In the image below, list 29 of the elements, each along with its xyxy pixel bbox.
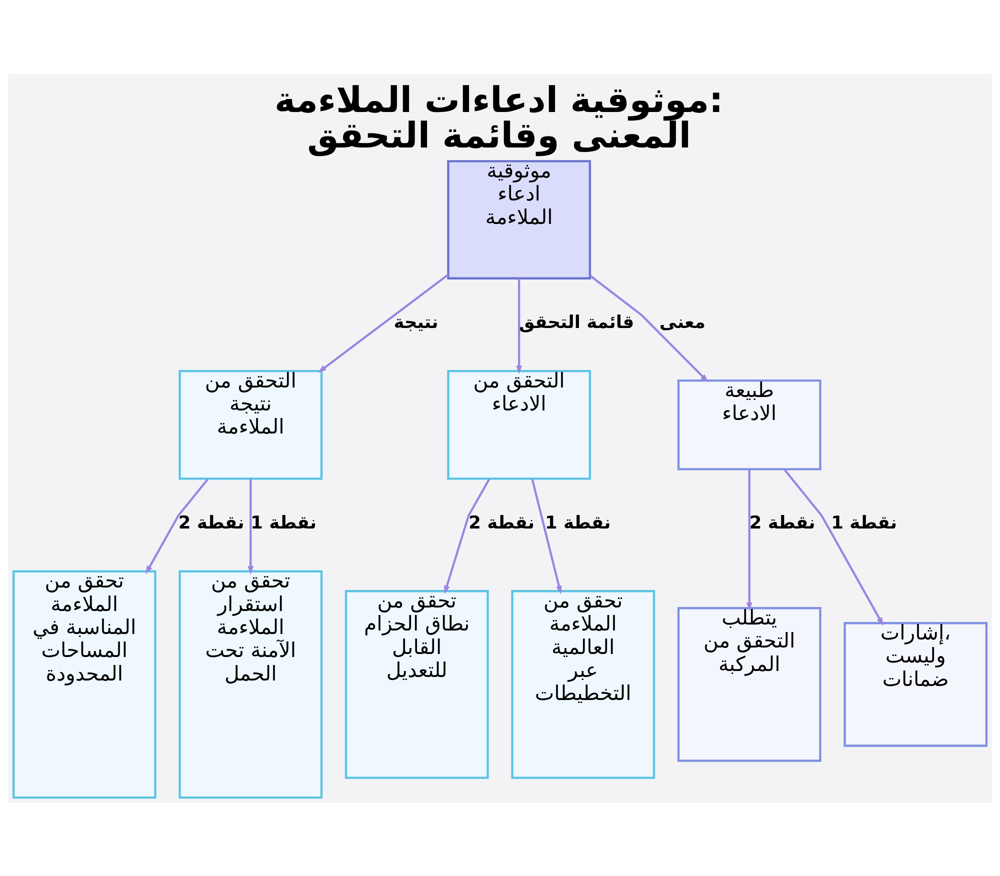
arrow	[145, 478, 209, 574]
arrow	[531, 478, 562, 594]
arrow	[444, 478, 490, 594]
edge-label: نقطة 2	[468, 512, 535, 533]
node-box: يتطلب التحقق من المركبة	[677, 606, 822, 762]
node-box: موثوقية ادعاء الملاءمة	[447, 160, 592, 279]
node-box: تحقق من الملاءمة العالمية عبر التخطيطات	[511, 590, 656, 778]
edge-label: نقطة 1	[250, 512, 317, 533]
edge-label: نقطة 2	[178, 512, 244, 533]
diagram-title: موثوقية ادعاءات الملاءمة: المعنى وقائمة التحقق	[274, 79, 724, 156]
edge-label: نقطة 2	[749, 512, 816, 533]
arrow	[248, 478, 254, 574]
edge-label: معنى	[659, 312, 706, 332]
node-box: تحقق من نطاق الحزام القابل للتعديل	[344, 590, 489, 778]
node-box: تحقق من الملاءمة المناسبة في المساحات المحدودة	[12, 570, 156, 798]
edge-label: نقطة 1	[544, 512, 611, 533]
arrow	[318, 273, 449, 372]
edge-label: نتيجة	[394, 312, 438, 332]
node-box: إشارات، وليست ضمانات	[844, 622, 988, 746]
node-box: تحقق من استقرار الملاءمة الآمنة تحت الحمل	[178, 570, 323, 798]
arrow	[589, 274, 709, 382]
arrow	[746, 468, 752, 611]
node-box: طبيعة الادعاء	[677, 379, 822, 470]
node-box: التحقق من نتيجة الملاءمة	[178, 369, 323, 480]
edge-label: نقطة 1	[831, 512, 897, 533]
arrow	[783, 468, 884, 626]
arrow	[516, 278, 522, 374]
node-box: التحقق من الادعاء	[447, 369, 592, 480]
edge-label: قائمة التحقق	[519, 312, 634, 332]
